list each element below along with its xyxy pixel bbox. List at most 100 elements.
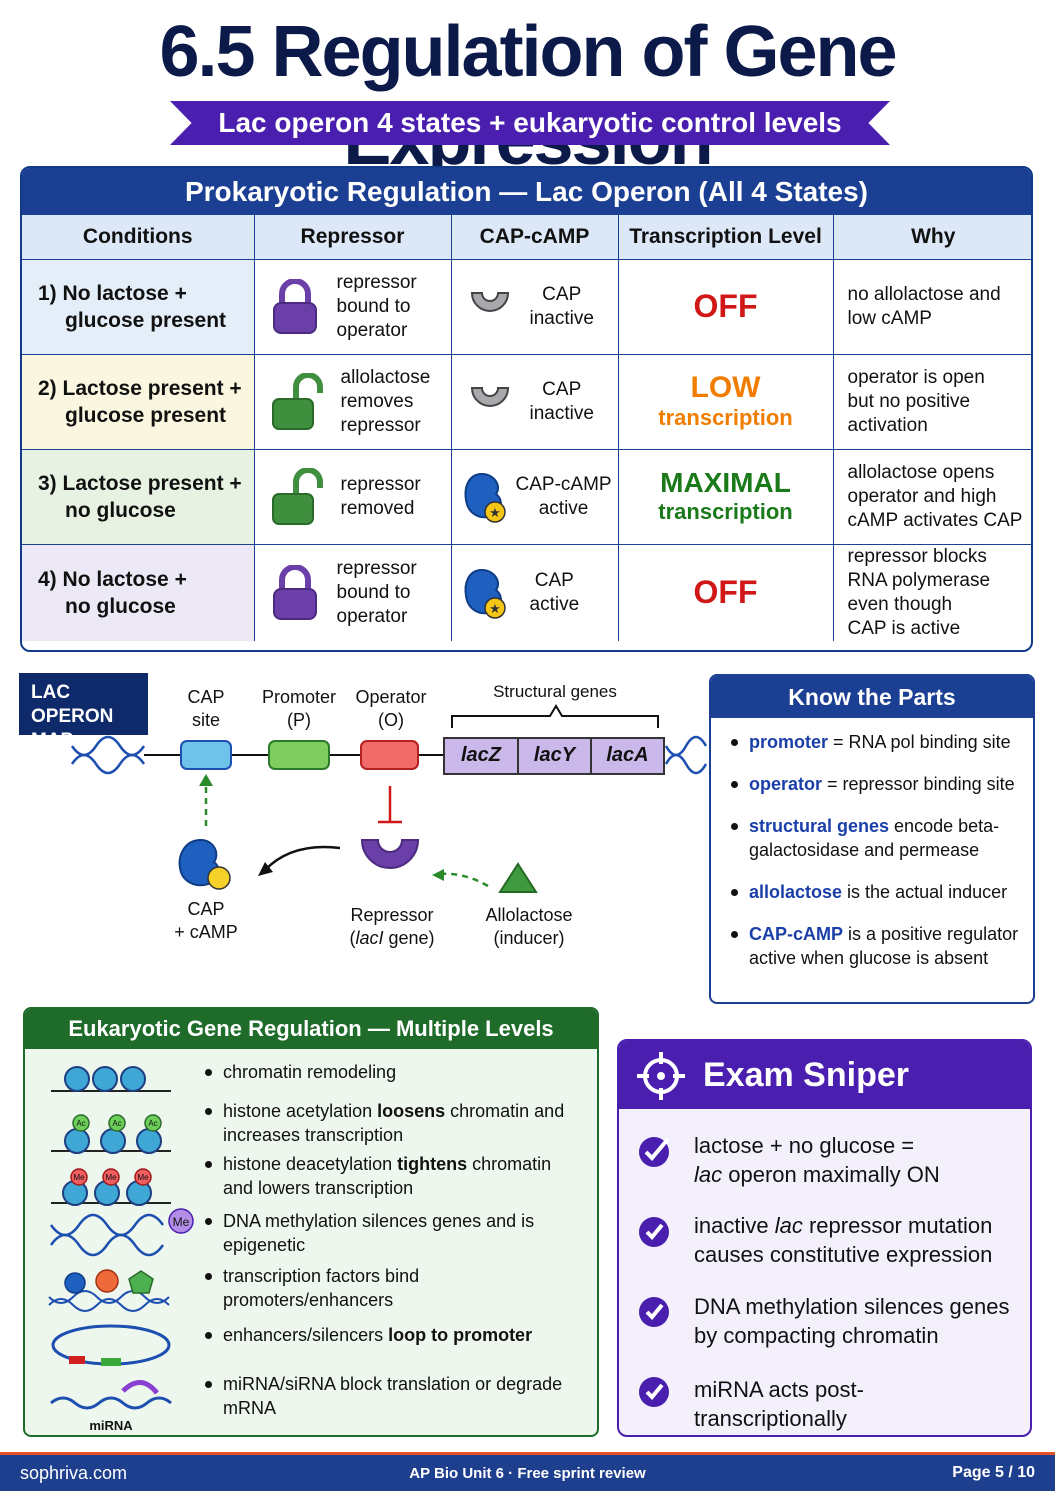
- dna-helix-right-icon: [664, 735, 708, 775]
- know-the-parts-panel: Know the Parts promoter = RNA pol bindin…: [709, 674, 1035, 1004]
- mirna-label: miRNA: [89, 1418, 133, 1433]
- lac-operon-table: Prokaryotic Regulation — Lac Operon (All…: [20, 166, 1033, 652]
- allolactose-label: Allolactose(inducer): [485, 905, 573, 948]
- exam-sniper-panel: Exam Sniper lactose + no glucose = lac o…: [617, 1039, 1032, 1437]
- list-item: operator = repressor binding site: [731, 772, 1025, 796]
- list-item: histone deacetylation tightens chromatin…: [205, 1152, 585, 1200]
- me-label: Me: [137, 1173, 149, 1182]
- list-item: histone acetylation loosens chromatin an…: [205, 1099, 585, 1147]
- lock-open-icon: [271, 372, 323, 430]
- list-item: transcription factors bind promoters/enh…: [205, 1264, 585, 1312]
- table-title: Prokaryotic Regulation — Lac Operon (All…: [22, 168, 1031, 215]
- list-item: chromatin remodeling: [205, 1060, 585, 1084]
- list-item: structural genes encode beta-galactosida…: [731, 814, 1025, 862]
- promoter-label: Promoter(P): [261, 687, 337, 730]
- chromatin-icon: [51, 1066, 171, 1092]
- euk-illustrations: Ac Ac Ac Me Me Me Me: [48, 1066, 194, 1433]
- me-label: Me: [73, 1173, 85, 1182]
- check-icon: [639, 1137, 670, 1167]
- list-item: DNA methylation silences genes and is ep…: [205, 1209, 585, 1257]
- cap-active-icon: ★: [464, 472, 506, 523]
- gene-laca: lacA: [606, 744, 649, 766]
- footer-course: AP Bio Unit 6 · Free sprint review: [409, 1465, 646, 1482]
- cap-inactive-icon: [470, 386, 509, 407]
- sniper-item: DNA methylation silences genes by compac…: [694, 1294, 1010, 1348]
- repressor-label: Repressor (lacI gene): [349, 905, 435, 948]
- condition-cell: 2) Lactose present + glucose present: [22, 353, 255, 450]
- histone-acetylation-icon: [51, 1114, 171, 1154]
- list-item: miRNA/siRNA block translation or degrade…: [205, 1372, 585, 1420]
- me-label: Me: [105, 1173, 117, 1182]
- svg-text:★: ★: [489, 506, 501, 521]
- gene-lacy: lacY: [533, 744, 576, 766]
- sniper-item: lactose + no glucose = lac operon maxima…: [694, 1133, 940, 1187]
- sniper-item: miRNA acts post-transcriptionally: [694, 1377, 864, 1431]
- structural-genes-box: [443, 737, 665, 775]
- check-icon: [639, 1217, 669, 1247]
- check-icon: [639, 1297, 669, 1327]
- list-item: CAP-cAMP is a positive regulator active …: [731, 922, 1025, 970]
- list-item: promoter = RNA pol binding site: [731, 730, 1025, 754]
- level-cell: OFF: [617, 258, 834, 355]
- lock-open-icon: [271, 467, 323, 525]
- table-header-row: Conditions Repressor CAP-cAMP Transcript…: [22, 215, 1031, 260]
- ac-label: Ac: [76, 1119, 85, 1128]
- level-cell: LOW transcription: [617, 353, 834, 450]
- euk-title: Eukaryotic Gene Regulation — Multiple Le…: [25, 1009, 597, 1049]
- cap-inactive-icon: [470, 291, 509, 312]
- promoter-box: [268, 740, 330, 770]
- col-conditions: Conditions: [22, 215, 255, 260]
- list-item: enhancers/silencers loop to promoter: [205, 1323, 585, 1347]
- cap-active-icon: ★: [464, 568, 506, 619]
- states-table: Conditions Repressor CAP-cAMP Transcript…: [22, 215, 1031, 641]
- lac-operon-diagram: [70, 704, 708, 893]
- footer-page-number: Page 5 / 10: [952, 1464, 1035, 1481]
- eukaryotic-regulation-panel: Eukaryotic Gene Regulation — Multiple Le…: [23, 1007, 599, 1437]
- parts-title: Know the Parts: [711, 676, 1033, 718]
- ac-label: Ac: [112, 1119, 121, 1128]
- footer-site-link[interactable]: sophriva.com: [20, 1463, 128, 1483]
- sniper-title: Exam Sniper: [703, 1056, 909, 1094]
- sniper-header: Exam Sniper: [619, 1041, 1030, 1109]
- repressor-icon: [360, 839, 420, 869]
- cap-camp-label: CAP+ cAMP: [174, 899, 238, 942]
- condition-cell: 1) No lactose + glucose present: [22, 258, 255, 355]
- svg-text:★: ★: [489, 602, 501, 617]
- structural-genes-label: Structural genes: [493, 682, 617, 701]
- list-item: allolactose is the actual inducer: [731, 880, 1025, 904]
- col-cap-camp: CAP-cAMP: [450, 215, 619, 260]
- col-repressor: Repressor: [253, 215, 452, 260]
- crosshair-icon: [637, 1052, 685, 1100]
- histone-deacetylation-icon: [51, 1168, 171, 1206]
- col-why: Why: [832, 215, 1031, 260]
- col-transcription-level: Transcription Level: [617, 215, 834, 260]
- cap-camp-icon: [178, 838, 231, 890]
- table-row: 3) Lactose present + no glucose represso…: [22, 448, 1031, 545]
- subtitle-banner: Lac operon 4 states + eukaryotic control…: [170, 101, 890, 145]
- gene-lacz: lacZ: [460, 744, 502, 766]
- me-label: Me: [173, 1215, 190, 1229]
- parts-list: promoter = RNA pol binding site operator…: [711, 718, 1033, 970]
- enhancer-loop-icon: [51, 1324, 171, 1366]
- sniper-item: inactive lac repressor mutation causes c…: [694, 1213, 993, 1267]
- ac-label: Ac: [148, 1119, 157, 1128]
- operator-box: [360, 740, 419, 770]
- lock-closed-icon: [272, 278, 317, 334]
- level-cell: OFF: [617, 543, 834, 641]
- operator-label: Operator(O): [355, 687, 427, 730]
- structural-bracket: [451, 704, 659, 728]
- page-title: 6.5 Regulation of Gene Expression: [159, 12, 897, 180]
- condition-cell: 4) No lactose + no glucose: [22, 543, 255, 641]
- dna-methylation-icon: [49, 1213, 165, 1257]
